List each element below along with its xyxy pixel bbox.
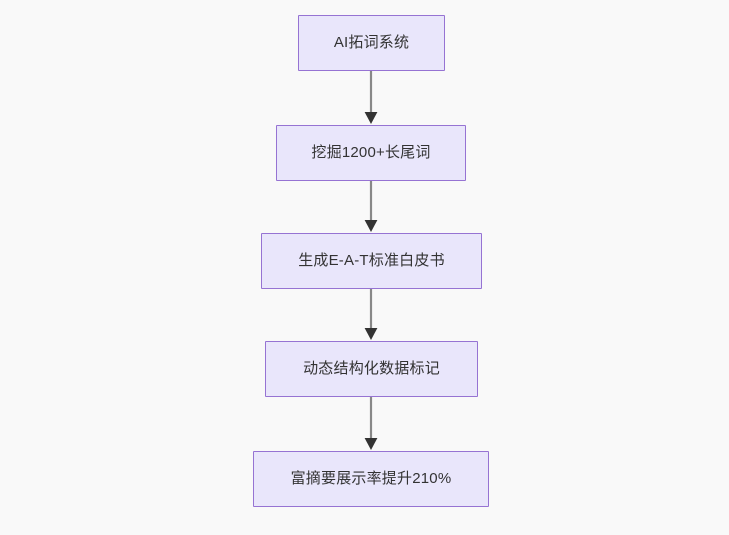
flow-edge-n2-n3 (361, 289, 381, 341)
flow-edge-n0-n1 (361, 71, 381, 125)
flow-edge-n3-n4 (361, 397, 381, 451)
flow-node-label: 动态结构化数据标记 (303, 360, 440, 377)
flow-node-rich-snippet-impression-uplift[interactable]: 富摘要展示率提升210% (253, 451, 489, 507)
flow-node-generate-eat-whitepaper[interactable]: 生成E-A-T标准白皮书 (261, 233, 482, 289)
flow-node-dynamic-structured-data-markup[interactable]: 动态结构化数据标记 (265, 341, 478, 397)
flow-node-label: 富摘要展示率提升210% (290, 470, 452, 487)
flow-node-label: AI拓词系统 (333, 34, 410, 51)
flow-edge-n1-n2 (361, 181, 381, 233)
flow-node-mine-longtail-keywords[interactable]: 挖掘1200+长尾词 (276, 125, 466, 181)
flow-node-label: 生成E-A-T标准白皮书 (298, 252, 445, 269)
flow-node-label: 挖掘1200+长尾词 (311, 144, 431, 161)
flow-node-ai-keyword-system[interactable]: AI拓词系统 (298, 15, 445, 71)
